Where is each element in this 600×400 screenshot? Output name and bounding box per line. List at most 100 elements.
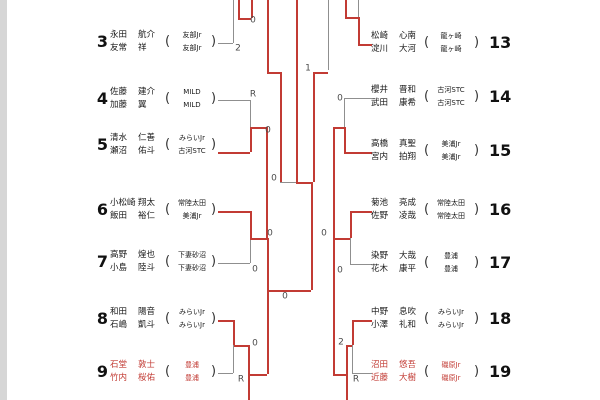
score-label: 0 — [265, 125, 271, 136]
score-label: 0 — [252, 338, 258, 349]
entry-player-names: 松崎心南淀川大河 — [371, 30, 431, 55]
club-name: 下妻砂沼 — [178, 263, 206, 272]
club-name: 磯原Jr — [441, 373, 461, 382]
score-label: 0 — [282, 291, 288, 302]
score-label: 0 — [252, 264, 258, 275]
score-label: 2 — [235, 43, 241, 54]
club-paren-close: ) — [211, 311, 217, 326]
bracket-line — [218, 320, 233, 322]
bracket-line — [218, 263, 250, 264]
player-name: 小澤礼和 — [371, 319, 417, 330]
player-name: 櫻井晋和 — [371, 85, 417, 95]
club-paren-close: ) — [211, 202, 217, 217]
entry-player-names: 中野息吹小澤礼和 — [371, 306, 431, 331]
bracket-line — [233, 345, 234, 373]
bracket-line — [250, 211, 252, 238]
club-name: 古河STC — [178, 146, 206, 155]
bracket-line — [233, 0, 234, 43]
club-paren-open: ( — [424, 255, 430, 270]
bracket-line — [233, 320, 235, 345]
club-name: みらいJr — [179, 320, 205, 329]
bracket-line — [267, 72, 280, 74]
score-label: 0 — [337, 93, 343, 104]
score-label: 0 — [250, 15, 256, 26]
bracket-line — [250, 100, 251, 127]
entry-number: 6 — [96, 200, 108, 219]
club-paren-open: ( — [424, 311, 430, 326]
bracket-line — [345, 0, 347, 17]
bracket-line — [313, 72, 328, 74]
entry-player-names: 永田航介友常祥 — [110, 29, 170, 54]
entry-player-names: 和田陽音石嶋凱斗 — [110, 306, 170, 331]
entry-player-names: 佐藤建介加藤翼 — [110, 86, 170, 111]
club-paren-open: ( — [424, 364, 430, 379]
score-label: 1 — [305, 63, 311, 74]
club-paren-close: ) — [474, 202, 480, 217]
bracket-line — [328, 0, 329, 70]
club-paren-open: ( — [165, 137, 171, 152]
bracket-line — [333, 238, 350, 240]
club-name: 美浦Jr — [441, 152, 461, 161]
bracket-line — [344, 98, 372, 99]
entry-number: 4 — [96, 89, 108, 108]
club-paren-close: ) — [211, 34, 217, 49]
entry-number: 3 — [96, 32, 108, 51]
entry-number: 9 — [96, 362, 108, 381]
bracket-line — [296, 182, 313, 184]
entry-number: 5 — [96, 135, 108, 154]
club-name: MILD — [183, 100, 201, 109]
club-name: 豊浦 — [444, 264, 458, 273]
entry-player-names: 高野煌也小島陸斗 — [110, 249, 170, 274]
club-paren-close: ) — [474, 35, 480, 50]
entry-number: 19 — [489, 362, 512, 381]
club-paren-close: ) — [211, 91, 217, 106]
player-name: 瀬沼佑斗 — [110, 145, 156, 156]
bracket-line — [251, 0, 253, 18]
club-paren-open: ( — [165, 34, 171, 49]
bracket-line — [218, 211, 250, 213]
player-name: 菊池亮成 — [371, 198, 417, 208]
entry-number: 15 — [489, 141, 512, 160]
player-name: 高橋真聖 — [371, 139, 417, 149]
bracket-line — [250, 238, 251, 263]
entry-club-names: 龍ヶ崎龍ヶ崎 — [429, 30, 473, 55]
club-paren-close: ) — [474, 311, 480, 326]
club-name: 常陸太田 — [178, 199, 206, 207]
bracket-line — [266, 127, 268, 238]
player-name: 飯田裕仁 — [110, 210, 156, 221]
club-paren-open: ( — [165, 254, 171, 269]
bracket-line — [358, 44, 372, 46]
club-name: 友部Jr — [182, 31, 202, 39]
bracket-line — [350, 211, 372, 213]
bracket-line — [344, 98, 345, 127]
bracket-line — [352, 373, 372, 374]
bracket-line — [333, 127, 344, 129]
player-name: 永田航介 — [110, 30, 156, 40]
entry-number: 14 — [489, 87, 512, 106]
player-name: 和田陽音 — [110, 307, 156, 317]
club-name: 古河STC — [437, 86, 465, 94]
entry-player-names: 清水仁善瀬沼佑斗 — [110, 132, 170, 157]
player-name: 小島陸斗 — [110, 262, 156, 273]
player-name: 石堂敦士 — [110, 360, 156, 370]
player-name: 淀川大河 — [371, 43, 417, 54]
bracket-line — [344, 152, 372, 154]
player-name: 中野息吹 — [371, 307, 417, 317]
bracket-line — [358, 17, 360, 44]
club-paren-close: ) — [474, 364, 480, 379]
bracket-line — [218, 373, 233, 374]
player-name: 花木康平 — [371, 263, 417, 274]
bracket-line — [313, 72, 315, 182]
club-paren-open: ( — [424, 143, 430, 158]
entry-club-names: 豊浦豊浦 — [429, 250, 473, 275]
bracket-line — [358, 0, 359, 17]
bracket-line — [267, 290, 311, 292]
score-label: 2 — [338, 337, 344, 348]
bracket-line — [352, 320, 354, 345]
bracket-line — [344, 127, 346, 152]
